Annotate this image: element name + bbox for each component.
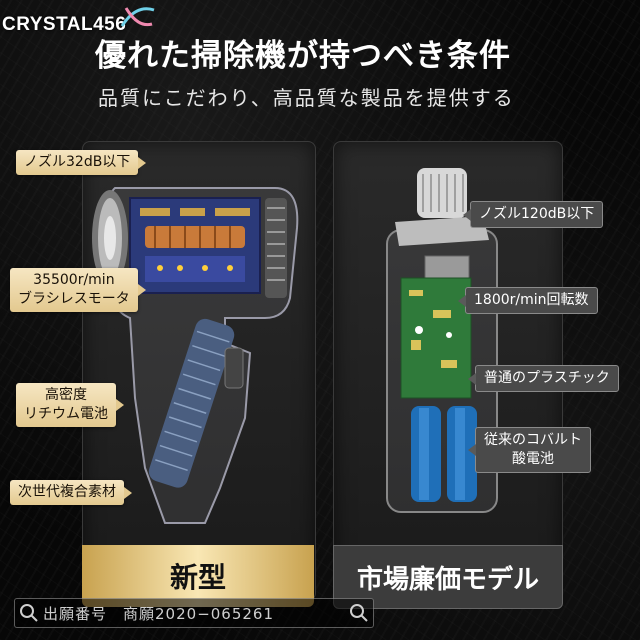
feature-nozzle-noise-market: ノズル120dB以下: [462, 201, 604, 228]
feature-material-new: 次世代複合素材: [10, 480, 132, 505]
feature-text: 酸電池: [512, 451, 554, 467]
new-model-cutaway-image: [92, 187, 299, 524]
feature-plastic-market: 普通のプラスチック: [468, 365, 619, 392]
feature-text: 次世代複合素材: [18, 484, 116, 500]
feature-text: ノズル32dB以下: [24, 154, 131, 170]
new-model-banner: 新型: [82, 545, 314, 607]
magnifier-icon: [20, 604, 38, 622]
feature-text: 普通のプラスチック: [484, 370, 610, 386]
feature-battery-market: 従来のコバルト 酸電池: [468, 427, 591, 473]
feature-text: ブラシレスモータ: [18, 291, 130, 307]
feature-motor-new: 35500r/min ブラシレスモータ: [10, 268, 146, 312]
patent-notice: 出願番号 商願2020−065261: [14, 598, 374, 628]
patent-text: 出願番号 商願2020−065261: [43, 603, 274, 624]
watermark-swirl-icon: [120, 7, 155, 27]
subheadline: 品質にこだわり、高品質な製品を提供する: [98, 86, 515, 110]
watermark-text: CRYSTAL456: [2, 14, 127, 35]
magnifier-icon-right: [350, 604, 368, 622]
feature-text: 高密度: [45, 387, 87, 403]
patent-number: 2020−065261: [155, 605, 275, 623]
patent-prefix: 出願番号 商願: [43, 605, 156, 623]
feature-text: リチウム電池: [24, 406, 108, 422]
feature-text: 35500r/min: [33, 272, 115, 288]
feature-motor-market: 1800r/min回転数: [458, 287, 598, 314]
headline: 優れた掃除機が持つべき条件: [95, 38, 511, 74]
market-model-banner: 市場廉価モデル: [333, 545, 563, 609]
feature-battery-new: 高密度 リチウム電池: [16, 383, 124, 427]
feature-text: 従来のコバルト: [484, 432, 582, 448]
feature-text: ノズル120dB以下: [479, 206, 595, 222]
feature-nozzle-noise-new: ノズル32dB以下: [16, 150, 147, 175]
feature-text: 1800r/min回転数: [474, 292, 589, 308]
